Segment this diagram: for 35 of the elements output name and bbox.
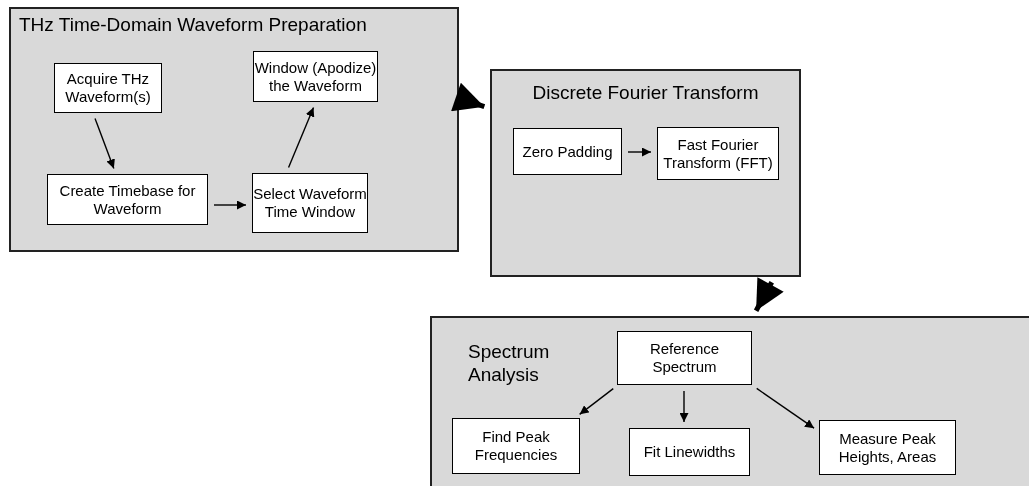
box-label: Zero Padding xyxy=(522,142,613,161)
arrow xyxy=(627,147,652,157)
panel-title: Spectrum Analysis xyxy=(468,340,551,386)
box-label: Reference Spectrum xyxy=(648,340,721,376)
panel-title: Discrete Fourier Transform xyxy=(531,81,760,104)
process-box xyxy=(252,173,368,233)
arrow xyxy=(679,390,689,423)
process-box xyxy=(452,418,580,474)
box-label: Acquire THz Waveform(s) xyxy=(64,70,152,106)
process-box xyxy=(513,128,622,175)
panel-title: THz Time-Domain Waveform Preparation xyxy=(19,13,368,36)
box-label: Window (Apodize) the Waveform xyxy=(254,58,377,95)
box-label: Create Timebase for Waveform xyxy=(58,181,197,218)
process-box xyxy=(47,174,208,225)
panel xyxy=(490,69,801,277)
process-box xyxy=(617,331,752,385)
process-box xyxy=(819,420,956,475)
box-label: Fast Fourier Transform (FFT) xyxy=(662,135,774,172)
process-box xyxy=(253,51,378,102)
box-label: Find Peak Frequencies xyxy=(473,428,559,464)
arrow xyxy=(578,387,614,416)
process-box xyxy=(657,127,779,180)
process-box xyxy=(629,428,750,476)
arrow xyxy=(753,277,784,312)
arrow xyxy=(213,200,247,210)
box-label: Measure Peak Heights, Areas xyxy=(837,429,938,466)
arrow xyxy=(756,387,815,429)
panel xyxy=(430,316,1029,486)
box-label: Select Waveform Time Window xyxy=(253,185,367,221)
panel xyxy=(9,7,459,252)
arrow xyxy=(94,117,115,170)
arrow xyxy=(451,82,486,112)
arrow xyxy=(287,106,315,169)
box-label: Fit Linewidths xyxy=(643,443,736,461)
process-box xyxy=(54,63,162,113)
